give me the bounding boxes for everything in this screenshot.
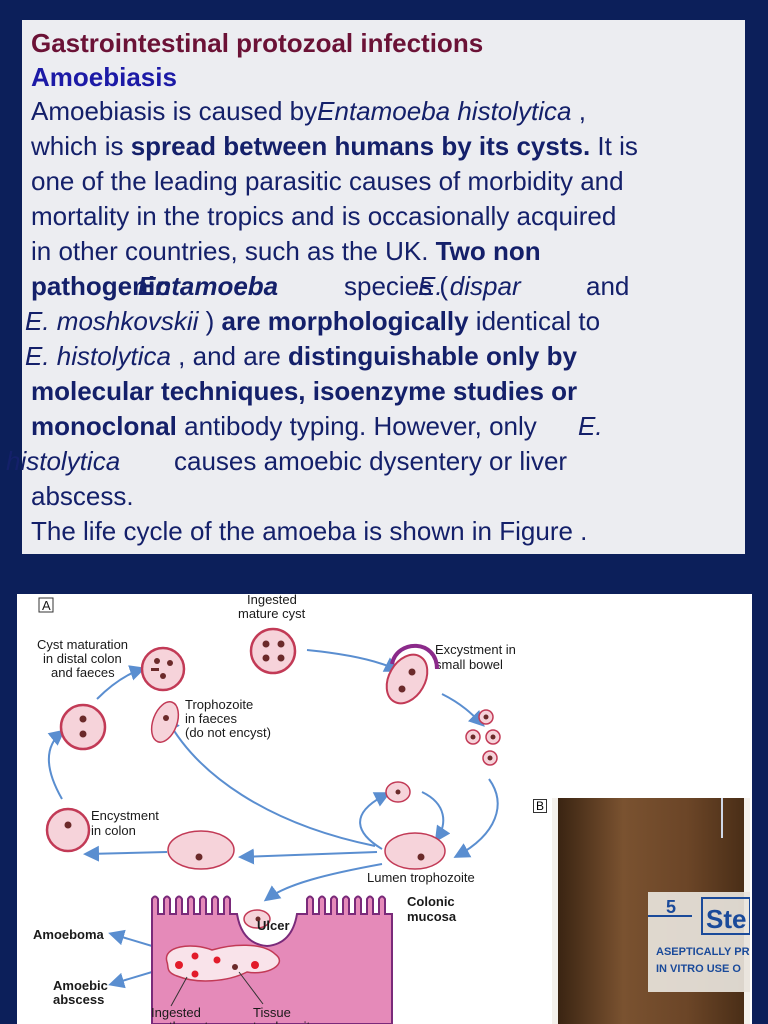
panel-label-a: A [42, 598, 51, 613]
stool-sample-photo: 5 Ste ASEPTICALLY PR IN VITRO USE O [552, 798, 750, 1024]
label-excystment: Excystment in [435, 642, 516, 657]
text-run: It is [590, 131, 638, 161]
label-tissue: Tissue [253, 1005, 291, 1020]
bold-phrase: monoclonal [31, 411, 177, 441]
arrow-lumen-loop-a [360, 794, 387, 849]
label-abscess: abscess [53, 992, 104, 1007]
label-text-2: IN VITRO USE O [656, 963, 741, 975]
paragraph-line-4: mortality in the tropics and is occasion… [31, 201, 616, 231]
label-in-faeces: in faeces [185, 711, 238, 726]
species-name: E. moshkovskii [25, 306, 198, 336]
species-name: Entamoeba histolytica [317, 96, 571, 126]
bold-phrase: Two non [436, 236, 541, 266]
label-text-1: ASEPTICALLY PR [656, 946, 750, 958]
label-colonic: Colonic [407, 894, 455, 909]
species-abbrev: E. [578, 411, 603, 441]
label-erythrocytes: erythrocytes [151, 1019, 222, 1024]
species-name: E. dispar [418, 271, 521, 301]
paragraph-line-9: molecular techniques, isoenzyme studies … [31, 376, 577, 406]
label-mature-cyst: mature cyst [238, 606, 306, 621]
bold-phrase: distinguishable only by [288, 341, 577, 371]
arrow-encyst-to-cyst [49, 732, 62, 799]
genus-name: Entamoeba [138, 271, 278, 301]
paragraph-line-8: E. histolytica , and are distinguishable… [25, 341, 577, 371]
arrow-lumen-to-encyst [242, 852, 377, 857]
label-and-faeces: and faeces [51, 665, 115, 680]
arrow-ingest-to-excyst [307, 650, 397, 670]
bold-phrase: are morphologically [222, 306, 469, 336]
paragraph-line-7: E. moshkovskii ) are morphologically ide… [25, 306, 600, 336]
maturing-cyst-icon [142, 648, 184, 690]
paragraph-line-6e: and [586, 271, 629, 301]
brand-text: Ste [706, 904, 746, 934]
paragraph-line-11: causes amoebic dysentery or liver [174, 446, 567, 476]
label-amoebic: Amoebic [53, 978, 108, 993]
encysting-cyst-icon [47, 809, 89, 851]
precyst-icon [168, 831, 234, 869]
panel-label-b: B [533, 799, 547, 813]
text-run: , [572, 96, 586, 126]
paragraph-line-12: abscess. [31, 481, 134, 511]
paragraph-line-3: one of the leading parasitic causes of m… [31, 166, 624, 196]
arrow-to-lumen [457, 779, 498, 856]
excystment-icon [378, 646, 437, 711]
section-subtitle: Amoebiasis [31, 62, 177, 92]
text-run: in other countries, such as the UK. [31, 236, 436, 266]
paragraph-line-10: monoclonal antibody typing. However, onl… [31, 411, 537, 441]
text-run: , and are [171, 341, 288, 371]
species-name: histolytica [6, 446, 120, 476]
label-mucosa: mucosa [407, 909, 457, 924]
label-tissue-trophozoite: trophozoite [253, 1019, 317, 1024]
label-encystment: Encystment [91, 808, 159, 823]
paragraph-line-2: which is spread between humans by its cy… [31, 131, 638, 161]
mature-cyst-icon [251, 629, 295, 673]
label-trophozoite: Trophozoite [185, 697, 253, 712]
small-trophozoites-icon [466, 710, 500, 765]
text-run: which is [31, 131, 131, 161]
paragraph-line-13: The life cycle of the amoeba is shown in… [31, 516, 587, 546]
text-run: identical to [469, 306, 601, 336]
section-title: Gastrointestinal protozoal infections [31, 28, 483, 58]
arrow-lumen-loop-b [422, 792, 443, 839]
label-do-not-encyst: (do not encyst) [185, 725, 271, 740]
label-in-colon: in colon [91, 823, 136, 838]
scale-number: 5 [666, 897, 676, 917]
sample-jar-image: 5 Ste ASEPTICALLY PR IN VITRO USE O [552, 798, 750, 1024]
label-cyst-maturation: Cyst maturation [37, 637, 128, 652]
label-amoeboma: Amoeboma [33, 927, 105, 942]
faeces-trophozoite-icon [147, 698, 184, 746]
label-ulcer: Ulcer [257, 918, 290, 933]
arrow-encyst [87, 852, 167, 854]
label-small-bowel: small bowel [435, 657, 503, 672]
bold-phrase: spread between humans by its cysts. [131, 131, 591, 161]
paragraph-line-5: in other countries, such as the UK. Two … [31, 236, 541, 266]
label-distal-colon: in distal colon [43, 651, 122, 666]
arrow-lumen-to-ulcer [267, 864, 382, 899]
arrow-excyst-to-trophs [442, 694, 482, 724]
lumen-trophozoite-small-icon [386, 782, 410, 802]
label-lumen-trophozoite: Lumen trophozoite [367, 870, 475, 885]
paragraph-line-1: Amoebiasis is caused byEntamoeba histoly… [31, 96, 586, 126]
text-panel: Gastrointestinal protozoal infections Am… [22, 20, 745, 554]
text-run: Amoebiasis is caused by [31, 96, 317, 126]
early-cyst-icon [61, 705, 105, 749]
text-run: antibody typing. However, only [177, 411, 537, 441]
text-run: ) [198, 306, 221, 336]
species-name: E. histolytica [25, 341, 171, 371]
lumen-trophozoite-icon [385, 833, 445, 869]
label-ingested-erythrocytes: Ingested [151, 1005, 201, 1020]
